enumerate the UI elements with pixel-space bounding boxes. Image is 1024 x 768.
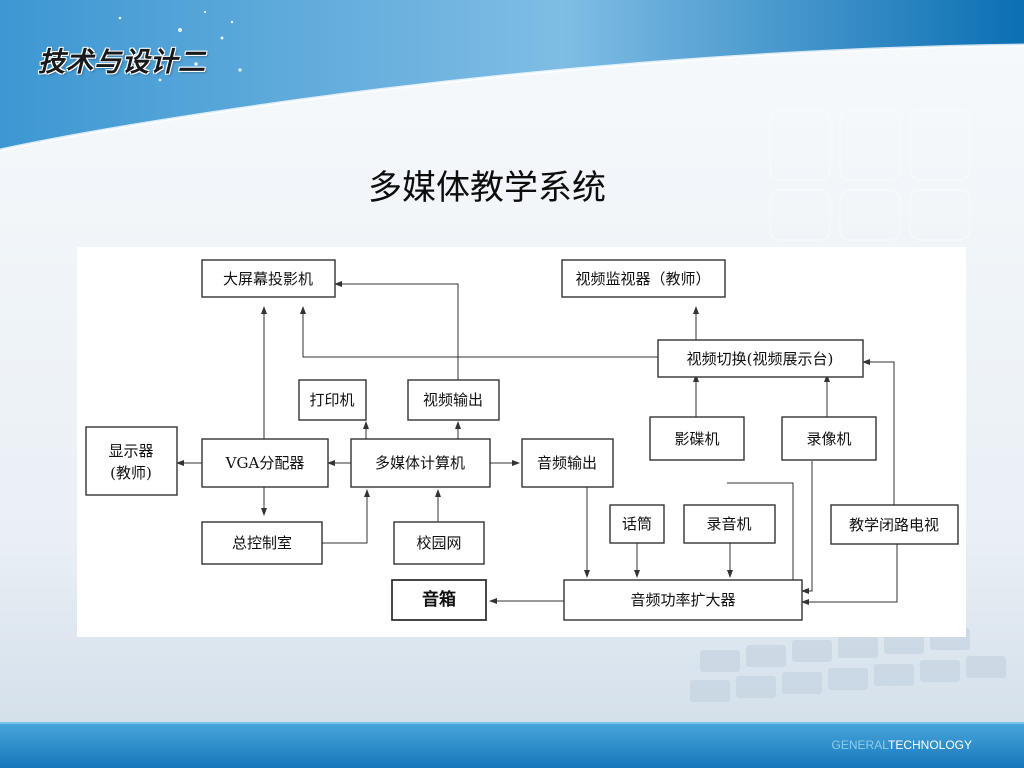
diagram-panel: 大屏幕投影机 视频监视器（教师） 视频切换(视频展示台) 打印机 视频输出 显示…	[77, 247, 966, 637]
display-box	[85, 426, 178, 496]
recorder-label: 录音机	[706, 515, 751, 533]
recorder-box	[683, 504, 776, 544]
vga-label: VGA分配器	[225, 454, 305, 472]
microphone-box	[609, 504, 665, 544]
speaker-box	[391, 579, 487, 621]
cctv-label: 教学闭路电视	[849, 516, 939, 534]
dvd-label: 影碟机	[674, 430, 719, 448]
video-monitor-box	[561, 259, 726, 298]
audio-out-box	[521, 438, 614, 488]
vcr-box	[781, 416, 877, 461]
connectors	[176, 281, 898, 605]
amplifier-box	[563, 579, 803, 621]
video-switch-label: 视频切换(视频展示台)	[687, 350, 834, 368]
computer-label: 多媒体计算机	[375, 454, 465, 472]
projector-label: 大屏幕投影机	[223, 270, 313, 288]
course-title: 技术与设计二	[38, 47, 206, 78]
control-room-label: 总控制室	[232, 534, 292, 552]
display-label-line1: 显示器	[108, 442, 153, 460]
audio-out-label: 音频输出	[537, 454, 597, 472]
video-monitor-label: 视频监视器（教师）	[575, 270, 710, 288]
video-out-box	[407, 379, 500, 421]
projector-box	[201, 259, 336, 298]
dvd-box	[649, 416, 745, 461]
footer-brand: GENERALTECHNOLOGY	[832, 738, 972, 752]
cctv-box	[830, 504, 959, 545]
vga-box	[201, 438, 329, 488]
vcr-label: 录像机	[806, 430, 851, 448]
printer-box	[298, 379, 367, 421]
microphone-label: 话筒	[622, 515, 652, 533]
slide-title: 多媒体教学系统	[368, 168, 606, 208]
video-out-label: 视频输出	[423, 391, 483, 409]
amplifier-label: 音频功率扩大器	[630, 591, 735, 609]
computer-box	[350, 438, 491, 488]
printer-label: 打印机	[309, 391, 354, 409]
footer-brand-general: GENERAL	[831, 738, 888, 752]
video-switch-box	[657, 339, 864, 378]
campus-net-box	[393, 521, 485, 565]
multimedia-system-diagram: 大屏幕投影机 视频监视器（教师） 视频切换(视频展示台) 打印机 视频输出 显示…	[85, 259, 959, 621]
footer-brand-technology: TECHNOLOGY	[887, 738, 972, 752]
speaker-label: 音箱	[422, 589, 456, 610]
display-label-line2: (教师)	[110, 464, 152, 482]
control-room-box	[201, 521, 323, 565]
campus-net-label: 校园网	[416, 534, 461, 552]
